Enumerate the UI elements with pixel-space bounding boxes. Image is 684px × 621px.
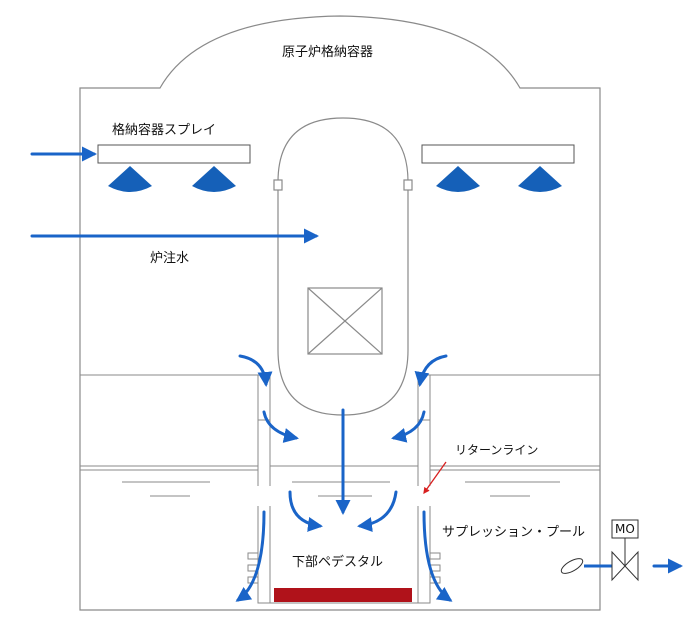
spray-nozzle — [108, 166, 152, 192]
reactor-core — [307, 287, 383, 355]
mo-valve-label: MO — [615, 522, 635, 536]
lower-pedestal-label: 下部ペデスタル — [292, 555, 384, 570]
left-pool-curved-arrow — [235, 510, 266, 602]
spray-nozzle — [436, 166, 480, 192]
suppression-pool-label: サプレッション・プール — [442, 525, 586, 540]
right-pool-curved-arrow — [422, 510, 453, 602]
reactor-injection-label: 炉注水 — [150, 251, 190, 266]
left-inner-curved-arrow — [262, 410, 299, 443]
left-top-curved-arrow — [238, 354, 273, 387]
right-inner-curved-arrow — [391, 410, 426, 443]
spray-nozzle — [192, 166, 236, 192]
left-pedestal-arrow — [288, 490, 323, 532]
containment-spray-label: 格納容器スプレイ — [112, 123, 217, 138]
right-pedestal-arrow — [357, 490, 398, 532]
reactor-pressure-vessel — [273, 117, 413, 416]
right-top-curved-arrow — [414, 354, 448, 387]
return-line-label: リターンライン — [455, 443, 539, 457]
spray-nozzles — [108, 166, 562, 192]
return-line-pointer — [423, 461, 447, 495]
flow-arrows — [30, 146, 683, 602]
motor-operated-valve — [560, 519, 639, 582]
spray-nozzle — [518, 166, 562, 192]
containment-vessel-label: 原子炉格納容器 — [282, 45, 374, 60]
spray-headers — [97, 144, 575, 164]
molten-debris — [274, 588, 412, 602]
containment-vessel-outline — [79, 15, 601, 611]
water-surface-marks — [122, 481, 560, 497]
